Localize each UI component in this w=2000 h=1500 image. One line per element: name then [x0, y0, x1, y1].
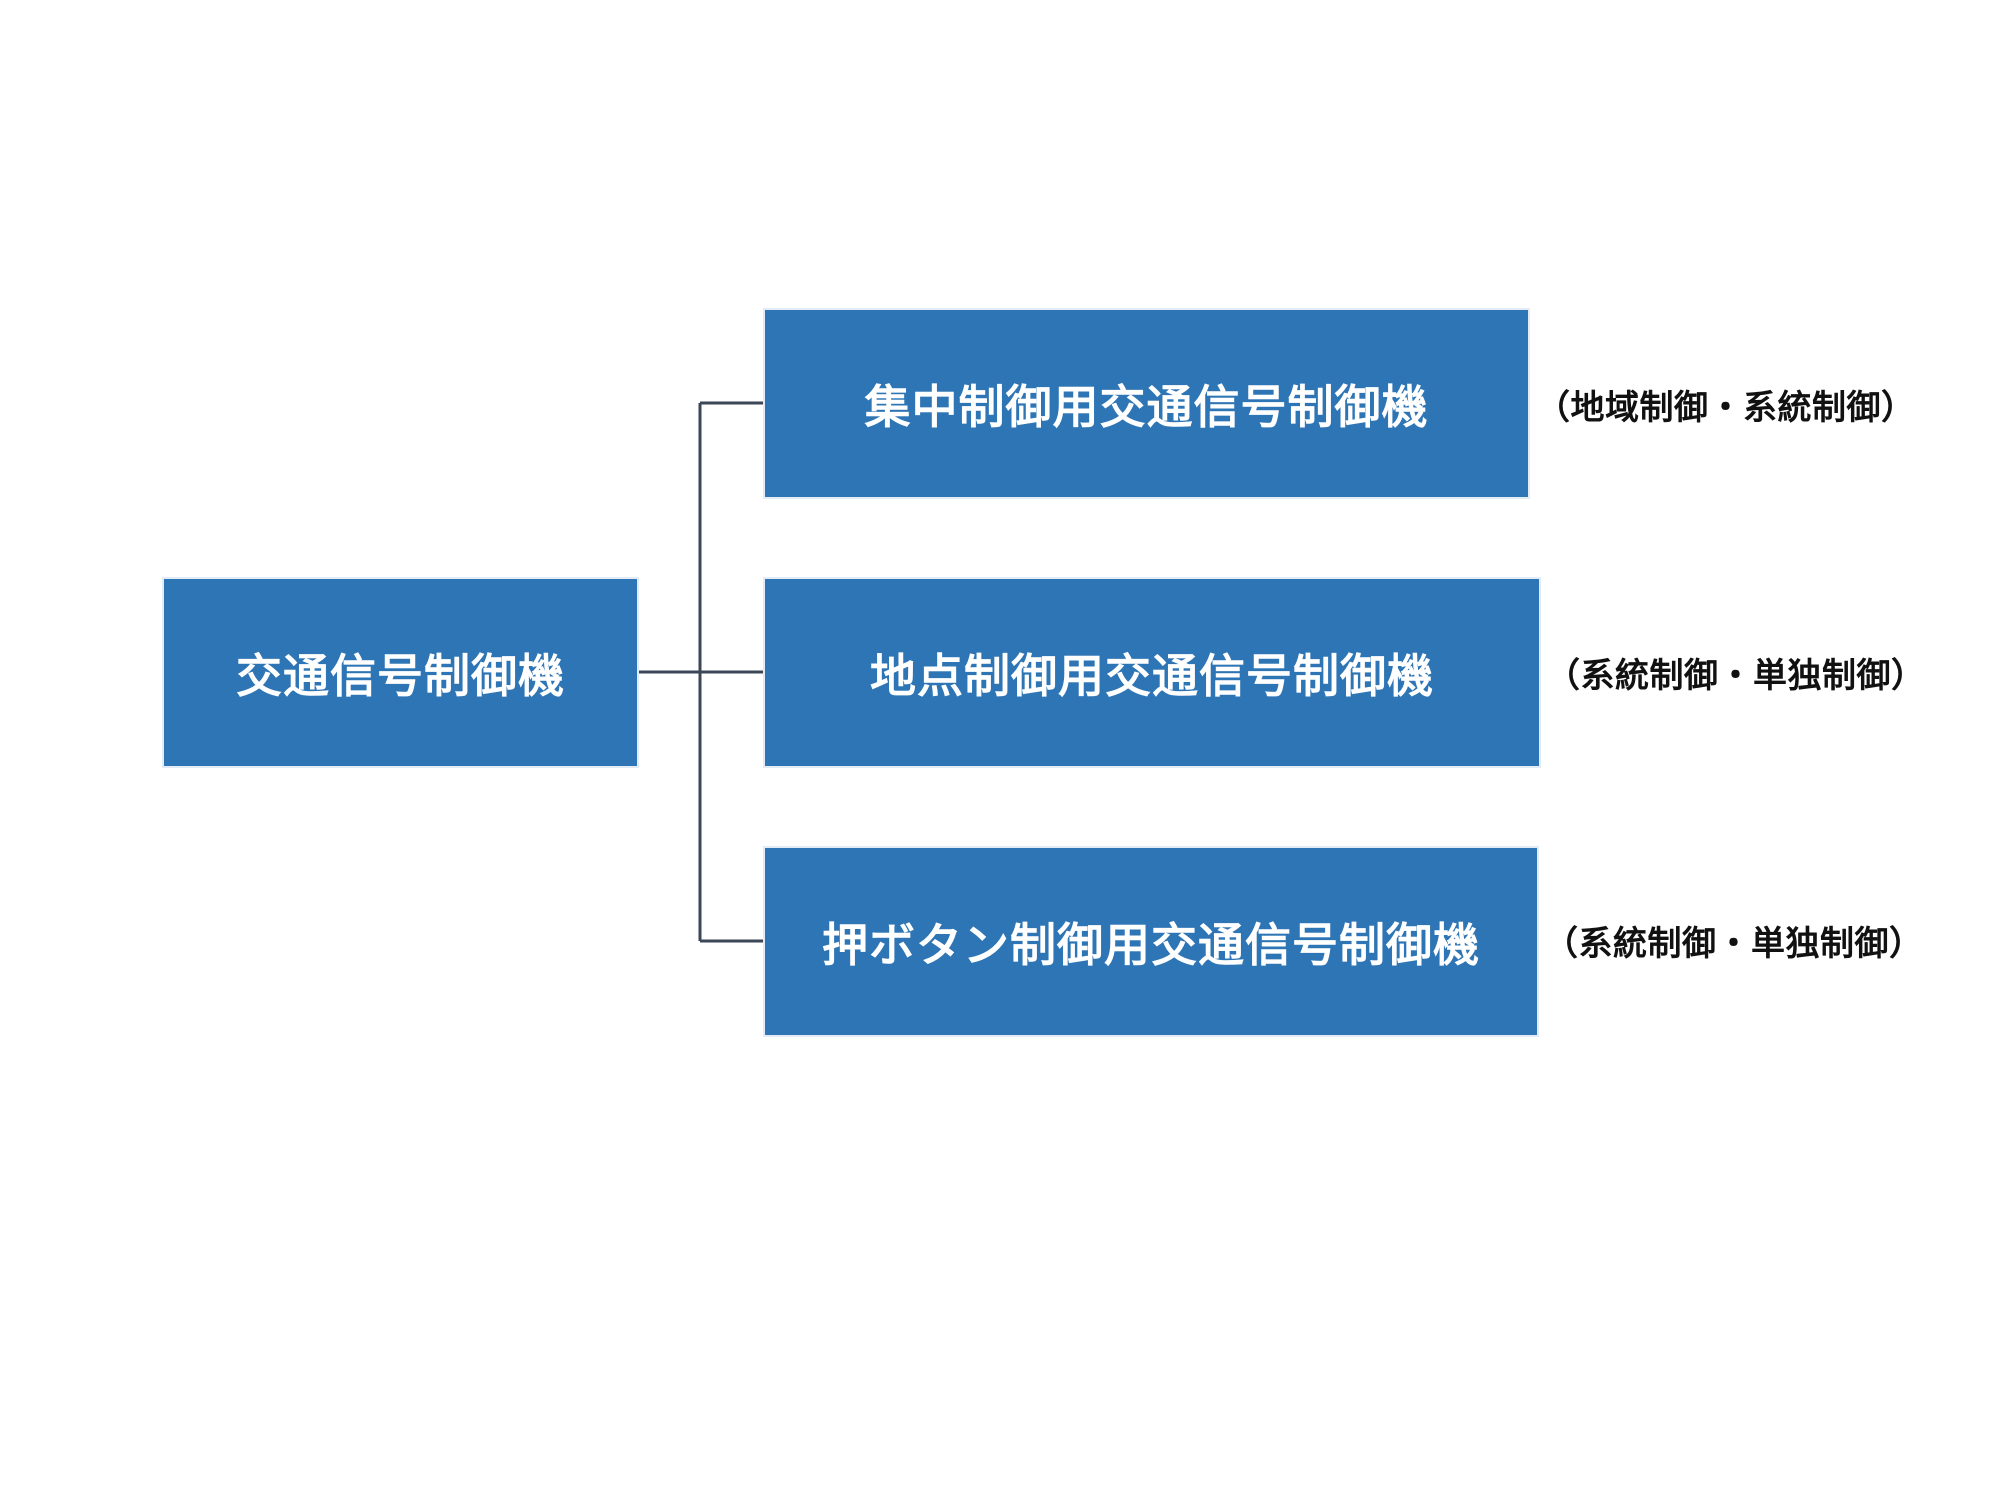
child-node-1-note: （地域制御・系統制御）: [1536, 388, 1916, 428]
child-node-2-note: （系統制御・単独制御）: [1546, 656, 1926, 696]
child-node-2-label: 地点制御用交通信号制御機: [870, 648, 1434, 703]
root-node-label: 交通信号制御機: [236, 648, 565, 703]
child-node-3-label: 押ボタン制御用交通信号制御機: [822, 917, 1480, 972]
child-node-1-label: 集中制御用交通信号制御機: [864, 379, 1429, 434]
child-node-push-button-control: 押ボタン制御用交通信号制御機: [763, 846, 1539, 1037]
child-node-3-note: （系統制御・単独制御）: [1544, 924, 1924, 964]
child-node-point-control: 地点制御用交通信号制御機: [763, 577, 1541, 768]
child-node-centralized-control: 集中制御用交通信号制御機: [763, 308, 1530, 499]
root-node-traffic-signal-controller: 交通信号制御機: [162, 577, 639, 768]
